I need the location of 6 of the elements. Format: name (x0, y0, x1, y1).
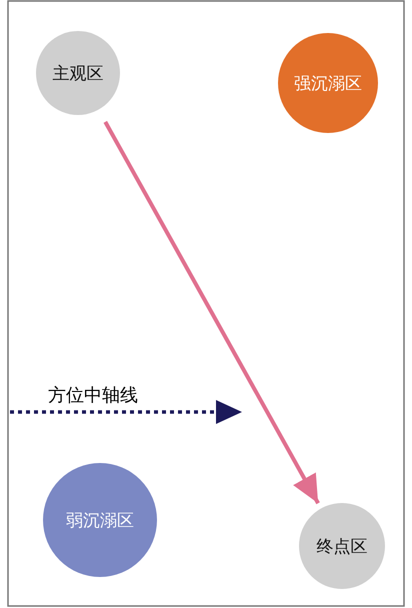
zone-name: 弱沉溺区 (66, 510, 134, 532)
arrow (104, 120, 320, 504)
zone-name: 强沉溺区 (294, 72, 362, 94)
zone-name: 主观区 (52, 62, 104, 84)
axis-label: 方位中轴线 (48, 384, 138, 407)
zone-name: 终点区 (316, 536, 368, 558)
